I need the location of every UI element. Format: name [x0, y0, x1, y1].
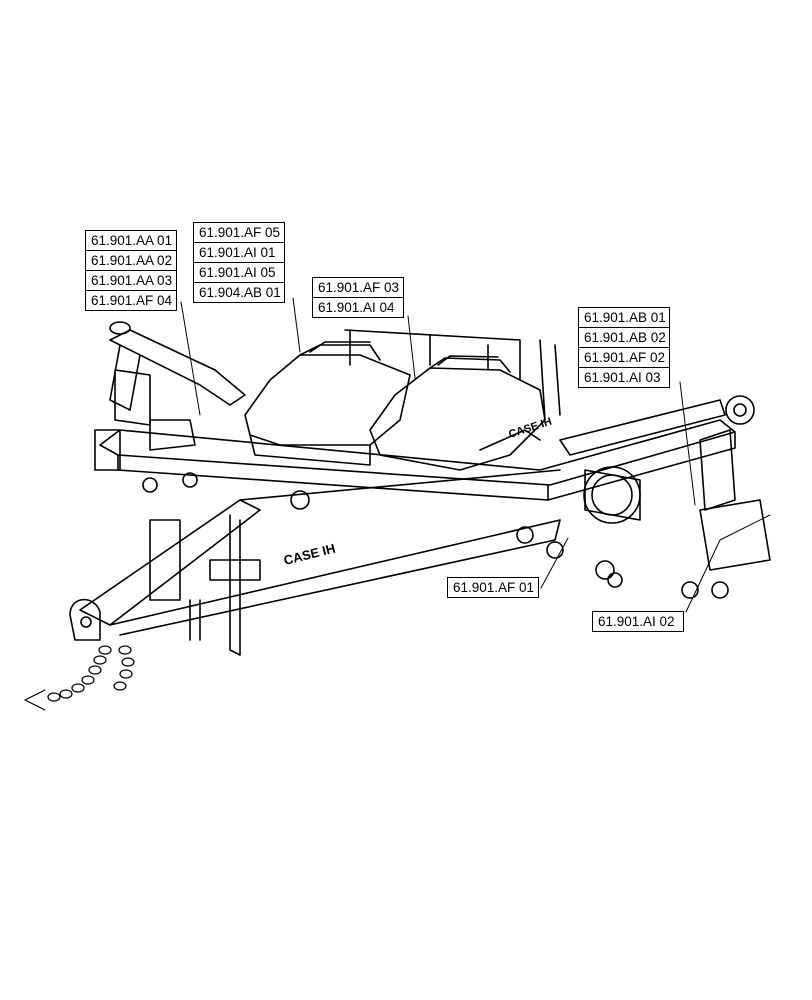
leader-group-center-left: [292, 297, 301, 353]
callout-group-center: 61.901.AF 03 61.901.AI 04: [312, 277, 404, 318]
callout-label[interactable]: 61.901.AF 02: [578, 347, 670, 368]
leader-lines: [180, 297, 771, 613]
callout-label[interactable]: 61.901.AA 01: [85, 230, 177, 251]
callout-label[interactable]: 61.901.AI 01: [193, 242, 285, 263]
callout-single-lower-right: 61.901.AI 02: [592, 611, 684, 632]
callout-label[interactable]: 61.901.AI 02: [592, 611, 684, 632]
brand-mark-hopper: CASE IH: [507, 416, 553, 441]
right-marker-arm: [559, 395, 771, 571]
leader-group-left: [180, 301, 201, 416]
seed-hopper-right: [369, 355, 546, 471]
callout-label[interactable]: 61.904.AB 01: [193, 282, 285, 303]
callout-label[interactable]: 61.901.AI 05: [193, 262, 285, 283]
callout-label[interactable]: 61.901.AI 04: [312, 297, 404, 318]
hitch-frame: [79, 469, 561, 656]
wheel-cluster: [142, 472, 729, 599]
callout-label[interactable]: 61.901.AI 03: [578, 367, 670, 388]
callout-label[interactable]: 61.901.AB 02: [578, 327, 670, 348]
brand-mark-frame: CASE IH: [282, 541, 337, 568]
leader-group-right: [679, 381, 696, 506]
brand-mark-hopper-text: CASE IH: [507, 416, 553, 441]
leader-single-lower-right: [685, 514, 771, 613]
callout-group-right: 61.901.AB 01 61.901.AB 02 61.901.AF 02 6…: [578, 307, 670, 388]
callout-label[interactable]: 61.901.AF 04: [85, 290, 177, 311]
left-marker-arm: [109, 321, 246, 451]
leader-group-center: [407, 315, 416, 379]
callout-group-center-left: 61.901.AF 05 61.901.AI 01 61.901.AI 05 6…: [193, 222, 285, 303]
drive-hub: [583, 466, 641, 524]
callout-label[interactable]: 61.901.AA 03: [85, 270, 177, 291]
hopper-rail: [344, 329, 561, 421]
brand-mark-frame-text: CASE IH: [282, 541, 337, 568]
hitch-clevis: [69, 598, 101, 641]
callout-label[interactable]: 61.901.AF 05: [193, 222, 285, 243]
callout-label[interactable]: 61.901.AF 01: [447, 577, 539, 598]
callout-label[interactable]: 61.901.AA 02: [85, 250, 177, 271]
callout-group-left: 61.901.AA 01 61.901.AA 02 61.901.AA 03 6…: [85, 230, 177, 311]
seed-hopper-left: [244, 341, 411, 466]
callout-label[interactable]: 61.901.AF 03: [312, 277, 404, 298]
callout-single-lower-center: 61.901.AF 01: [447, 577, 539, 598]
safety-chain: [24, 645, 135, 711]
toolbar-beam: [94, 419, 736, 501]
callout-label[interactable]: 61.901.AB 01: [578, 307, 670, 328]
leader-single-lower-center: [540, 537, 569, 589]
